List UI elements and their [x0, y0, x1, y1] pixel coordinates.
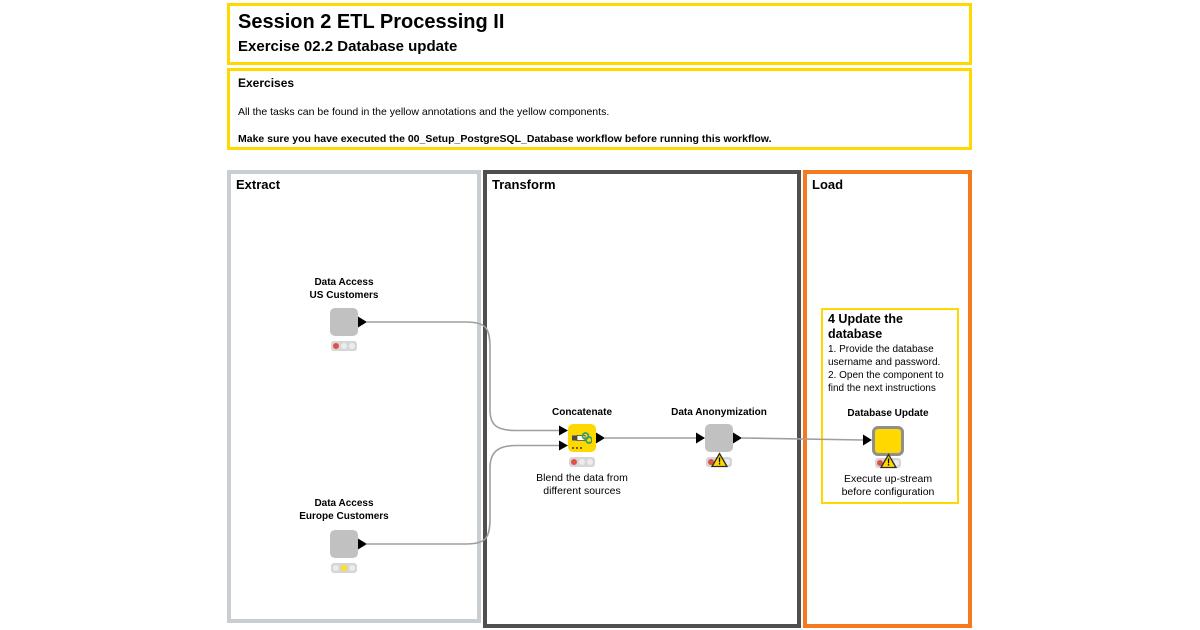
exercises-body: All the tasks can be found in the yellow… [238, 106, 610, 118]
warning-triangle-icon: ! [711, 452, 728, 468]
connection-us-to-concatenate[interactable] [367, 321, 559, 432]
update-database-annotation-title: 4 Update the database [828, 312, 904, 341]
output-port-concatenate[interactable] [596, 432, 605, 444]
traffic-light-europe [331, 563, 357, 573]
node-label-data-access-europe: Data Access Europe Customers [299, 498, 389, 522]
traffic-yellow-dot [341, 343, 347, 349]
title-annotation[interactable]: Session 2 ETL Processing II Exercise 02.… [227, 3, 972, 65]
exercises-heading: Exercises [238, 76, 295, 90]
node-label-anonymization: Data Anonymization [671, 407, 767, 418]
traffic-green-dot [349, 343, 355, 349]
traffic-light-concatenate [569, 457, 595, 467]
load-panel-title: Load [812, 177, 844, 192]
workflow-subtitle: Exercise 02.2 Database update [238, 38, 458, 55]
traffic-green-dot [349, 565, 355, 571]
transform-panel-annotation[interactable]: Transform [483, 170, 801, 628]
output-port-anonymization[interactable] [733, 432, 742, 444]
connection-europe-to-concatenate[interactable] [367, 444, 559, 545]
update-database-annotation-body: 1. Provide the database username and pas… [828, 344, 944, 394]
dynamic-ports-dots-icon [572, 447, 582, 449]
node-database-update-component[interactable] [872, 426, 904, 456]
node-caption-concatenate: Blend the data from different sources [536, 472, 628, 497]
node-label-concatenate: Concatenate [551, 407, 612, 418]
workflow-title: Session 2 ETL Processing II [238, 11, 505, 33]
traffic-green-dot [893, 460, 899, 466]
connection-anonymization-to-dbupdate[interactable] [741, 437, 864, 441]
traffic-light-us [331, 341, 357, 351]
update-database-annotation[interactable]: 4 Update the database 1. Provide the dat… [821, 308, 959, 504]
traffic-red-dot [333, 565, 339, 571]
node-concatenate[interactable] [568, 424, 596, 452]
exercises-annotation[interactable]: Exercises All the tasks can be found in … [227, 68, 972, 150]
warning-triangle-icon: ! [880, 453, 897, 469]
svg-text:!: ! [887, 458, 890, 469]
traffic-red-dot [708, 459, 714, 465]
extract-panel-title: Extract [236, 177, 281, 192]
input-port-anonymization[interactable] [696, 432, 705, 444]
node-caption-database-update: Execute up-stream before configuration [841, 473, 935, 498]
traffic-red-dot [877, 460, 883, 466]
node-data-access-us-customers[interactable] [330, 308, 358, 336]
exercises-note: Make sure you have executed the 00_Setup… [238, 133, 772, 145]
input-port-dbupdate[interactable] [863, 434, 872, 446]
input-port-concatenate-1[interactable] [559, 425, 568, 436]
node-data-access-europe-customers[interactable] [330, 530, 358, 558]
traffic-green-dot [587, 459, 593, 465]
output-port-europe[interactable] [358, 538, 367, 550]
node-label-data-access-us: Data Access US Customers [309, 277, 379, 301]
traffic-green-dot [724, 459, 730, 465]
output-port-us[interactable] [358, 316, 367, 328]
svg-text:!: ! [718, 457, 721, 468]
input-port-concatenate-2[interactable] [559, 440, 568, 451]
traffic-red-dot [571, 459, 577, 465]
node-label-database-update: Database Update [847, 408, 929, 419]
transform-panel-title: Transform [492, 177, 556, 192]
traffic-yellow-dot [579, 459, 585, 465]
concatenate-icon [572, 431, 592, 444]
traffic-red-dot [333, 343, 339, 349]
node-data-anonymization[interactable] [705, 424, 733, 452]
traffic-yellow-dot [341, 565, 347, 571]
